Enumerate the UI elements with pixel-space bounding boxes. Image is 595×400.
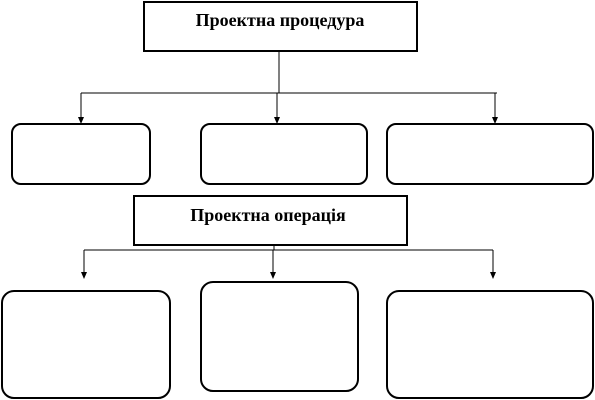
procedure-box [143,1,418,52]
procedure-children [11,123,594,185]
procedure-child-box-3 [386,123,594,185]
operation-node: Проектна операція [133,195,408,246]
procedure-child-box-1 [11,123,151,185]
operation-label: Проектна операція [190,205,346,225]
operation-child-box-1 [1,290,171,399]
arrowhead-icon [270,272,276,279]
arrowhead-icon [490,272,496,279]
arrowhead-icon [492,117,498,124]
arrowhead-icon [274,117,280,124]
arrowhead-icon [81,272,87,279]
procedure-child-box-2 [200,123,368,185]
procedure-node: Проектна процедура [143,1,418,52]
operation-children [1,281,594,399]
operation-connectors [81,245,496,279]
operation-box [133,195,408,246]
arrowhead-icon [78,117,84,124]
operation-child-box-2 [200,281,359,392]
procedure-label: Проектна процедура [196,10,365,30]
procedure-connectors [78,51,498,124]
operation-child-box-3 [386,290,594,399]
